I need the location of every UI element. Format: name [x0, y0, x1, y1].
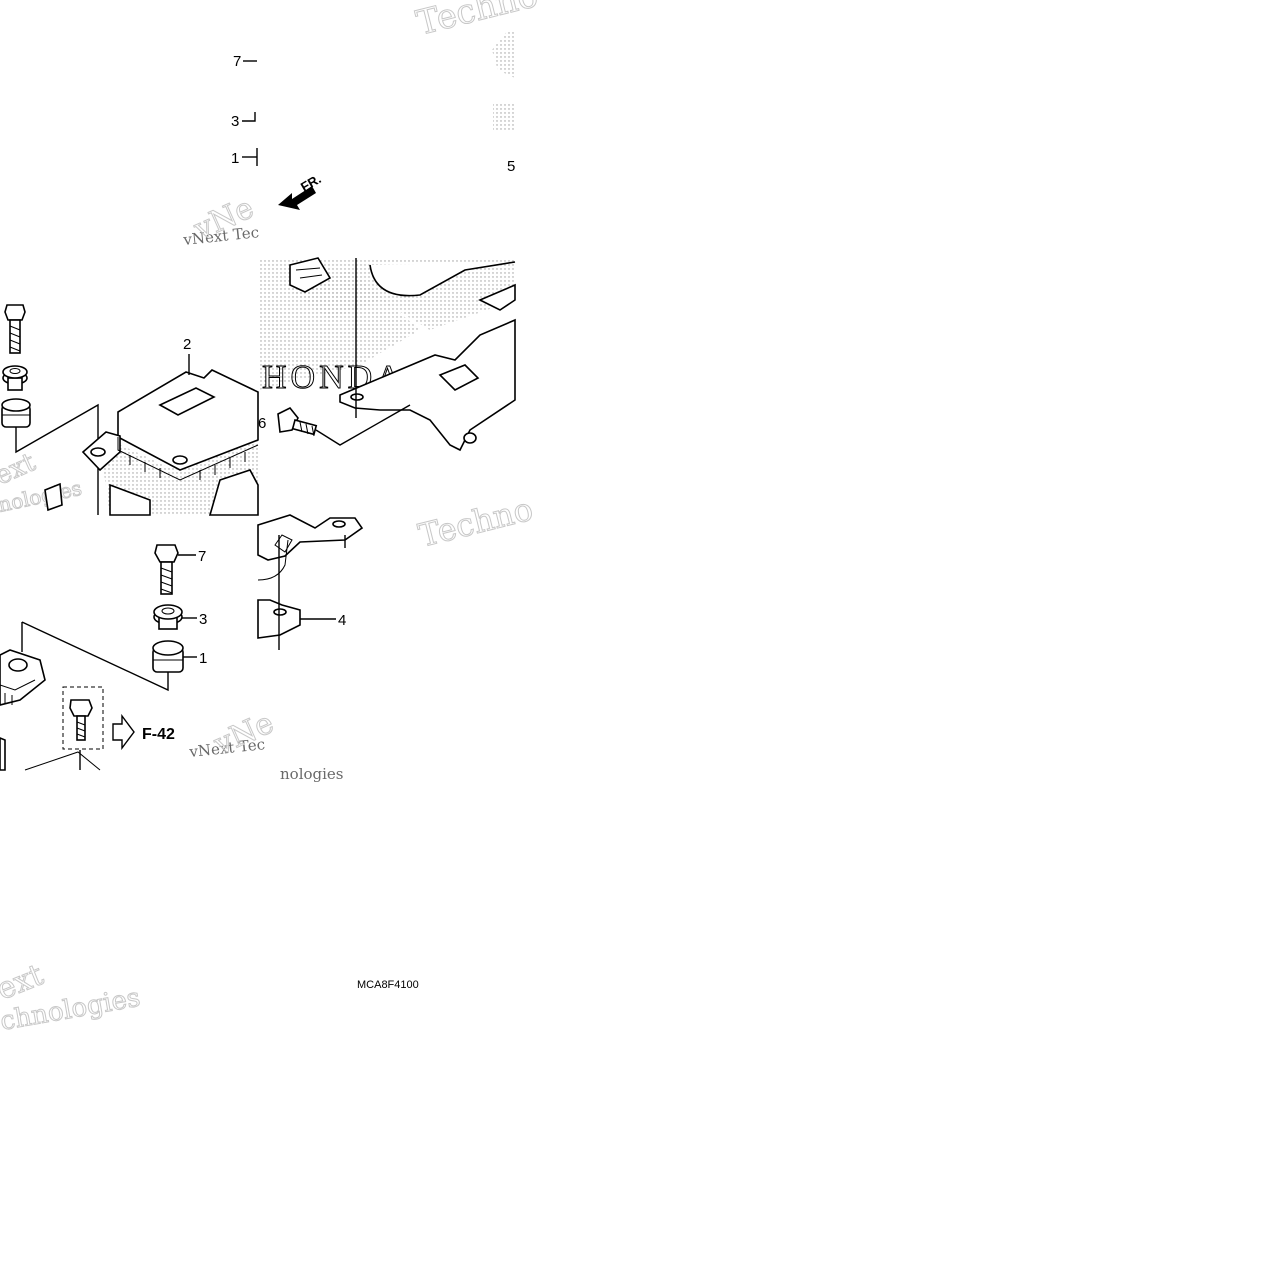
reference-label: F-42 [142, 726, 175, 743]
control-unit-2: 2 [44, 336, 259, 516]
callout-3: 3 [231, 113, 239, 130]
reference-bolt [62, 686, 104, 750]
mount-assembly-lower: 7 3 1 [0, 544, 207, 771]
bracket-4-assembly: 4 [257, 514, 364, 650]
callout-5: 5 [507, 158, 515, 175]
callout-7b: 7 [198, 548, 206, 565]
dotted-fragments: 5 [492, 30, 515, 175]
control-unit-assembly: 2 [1, 304, 259, 516]
washer-3 [2, 365, 28, 391]
callout-group-top: 7 3 1 [231, 53, 258, 167]
watermark: nologies [280, 765, 344, 783]
callout-7: 7 [233, 53, 241, 70]
bolt-6 [277, 406, 318, 437]
callout-6: 6 [258, 415, 266, 432]
fr-label: FR. [298, 171, 324, 194]
watermark: Techno [413, 0, 542, 44]
callout-3b: 3 [199, 611, 207, 628]
callout-1: 1 [231, 150, 239, 167]
grommet-1b: 1 [152, 640, 207, 673]
front-arrow: FR. [278, 171, 324, 210]
callout-2: 2 [183, 336, 191, 353]
bolt-7b: 7 [154, 544, 206, 595]
grommet-1 [1, 398, 31, 428]
bracket-assembly: HONDA 6 [258, 257, 516, 452]
callout-4: 4 [338, 612, 346, 629]
reference-arrow: F-42 [112, 713, 175, 751]
watermark: Techno [415, 490, 537, 555]
figure-code: MCA8F4100 [357, 979, 419, 991]
callout-1b: 1 [199, 650, 207, 667]
washer-3b: 3 [153, 604, 207, 630]
bolt-7 [4, 304, 26, 354]
